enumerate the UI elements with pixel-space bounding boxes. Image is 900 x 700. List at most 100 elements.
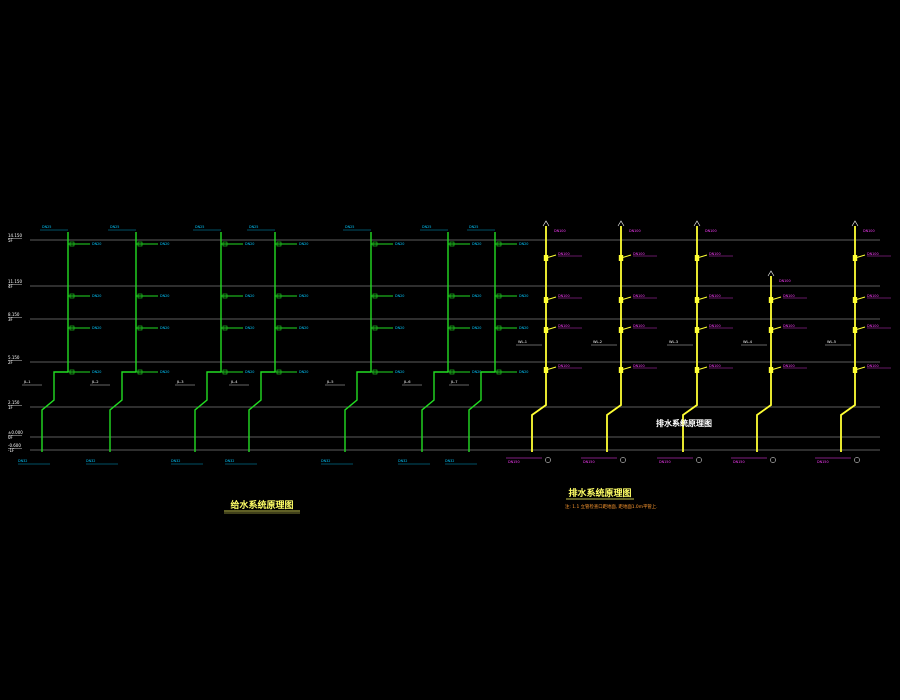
branch-note: DN20 — [299, 370, 308, 374]
floor-sub-label: 4F — [8, 284, 14, 289]
entry-label: DN32 — [18, 459, 27, 463]
branch-note: DN20 — [395, 242, 404, 246]
branch-note: DN20 — [160, 370, 169, 374]
branch-note: DN20 — [519, 370, 528, 374]
drain-lower-pipe — [606, 400, 622, 452]
valve-symbol — [222, 293, 228, 299]
cleanout-symbol — [852, 367, 858, 373]
valve-symbol — [222, 241, 228, 247]
riser-top-label: DN100 — [705, 229, 717, 233]
branch-note: DN20 — [160, 326, 169, 330]
branch-note: DN20 — [472, 242, 481, 246]
branch-note: DN100 — [783, 294, 795, 298]
cleanout-symbol — [694, 367, 700, 373]
drainage-title: 排水系统原理图 — [568, 487, 631, 499]
branch-note: DN100 — [633, 364, 645, 368]
floor-sub-label: 2F — [8, 360, 14, 365]
entry-label: DN32 — [321, 459, 330, 463]
entry-label: DN32 — [171, 459, 180, 463]
riser-id-label: WL-5 — [827, 340, 836, 344]
valve-symbol — [276, 241, 282, 247]
branch-note: DN20 — [299, 242, 308, 246]
floor-elevation: 5.150 — [8, 355, 20, 360]
branch-note: DN100 — [558, 364, 570, 368]
supply-title: 给水系统原理图 — [230, 499, 293, 511]
branch-note: DN20 — [472, 294, 481, 298]
branch-note: DN100 — [633, 294, 645, 298]
riser-top-label: DN100 — [779, 279, 791, 283]
valve-symbol — [449, 293, 455, 299]
riser-id-label: WL-2 — [593, 340, 602, 344]
riser-top-label: DN25 — [42, 225, 51, 229]
riser-id-label: WL-4 — [743, 340, 753, 344]
valve-symbol — [137, 293, 143, 299]
cleanout-symbol — [852, 327, 858, 333]
branch-note: DN100 — [709, 364, 721, 368]
riser-id-label: WL-3 — [669, 340, 678, 344]
branch-note: DN20 — [395, 370, 404, 374]
branch-note: DN100 — [783, 324, 795, 328]
valve-symbol — [372, 293, 378, 299]
branch-note: DN100 — [867, 364, 879, 368]
cleanout-symbol — [618, 327, 624, 333]
valve-symbol — [137, 369, 143, 375]
entry-label: DN32 — [225, 459, 234, 463]
branch-note: DN20 — [299, 326, 308, 330]
riser-top-label: DN100 — [629, 229, 641, 233]
vent-cap — [693, 220, 701, 227]
outlet-label: DN150 — [733, 460, 745, 464]
riser-id-label: JL-6 — [403, 380, 411, 384]
cleanout-symbol — [694, 297, 700, 303]
valve-symbol — [449, 325, 455, 331]
riser-top-label: DN25 — [195, 225, 204, 229]
outlet-circle-symbol — [545, 457, 551, 463]
valve-symbol — [496, 241, 502, 247]
valve-symbol — [137, 241, 143, 247]
branch-note: DN100 — [867, 252, 879, 256]
branch-note: DN20 — [92, 242, 101, 246]
riser-id-label: JL-4 — [230, 380, 238, 384]
outlet-circle-symbol — [854, 457, 860, 463]
drain-lower-pipe — [840, 400, 856, 452]
supply-system: DN20DN20DN20DN20DN25JL-1DN32DN20DN20DN20… — [18, 225, 528, 465]
branch-note: DN20 — [160, 294, 169, 298]
riser-id-label: JL-7 — [450, 380, 458, 384]
outlet-circle-symbol — [620, 457, 626, 463]
branch-note: DN20 — [245, 370, 254, 374]
entry-label: DN32 — [86, 459, 95, 463]
branch-note: DN100 — [558, 324, 570, 328]
entry-label: DN32 — [398, 459, 407, 463]
vent-cap — [767, 270, 775, 277]
vent-cap — [851, 220, 859, 227]
cleanout-symbol — [618, 367, 624, 373]
branch-note: DN20 — [92, 370, 101, 374]
valve-symbol — [449, 369, 455, 375]
drainage-system: DN100DN100DN100DN100DN100WL-1DN150DN100D… — [506, 220, 891, 464]
valve-symbol — [372, 241, 378, 247]
floor-levels: 14.1505F11.1504F8.1503F5.1502F2.1501F±0.… — [8, 233, 880, 453]
branch-note: DN20 — [160, 242, 169, 246]
riser-top-label: DN25 — [422, 225, 431, 229]
supply-lower-pipe — [109, 371, 136, 452]
branch-note: DN20 — [472, 326, 481, 330]
valve-symbol — [496, 325, 502, 331]
floor-sub-label: -1F — [8, 448, 15, 453]
cleanout-symbol — [852, 297, 858, 303]
outlet-label: DN150 — [508, 460, 520, 464]
valve-symbol — [276, 325, 282, 331]
valve-symbol — [496, 293, 502, 299]
branch-note: DN20 — [245, 242, 254, 246]
overlay-title: 排水系统原理图 — [656, 418, 712, 428]
supply-lower-pipe — [248, 371, 275, 452]
branch-note: DN100 — [558, 252, 570, 256]
branch-note: DN20 — [245, 326, 254, 330]
drain-lower-pipe — [682, 400, 698, 452]
cleanout-symbol — [694, 327, 700, 333]
